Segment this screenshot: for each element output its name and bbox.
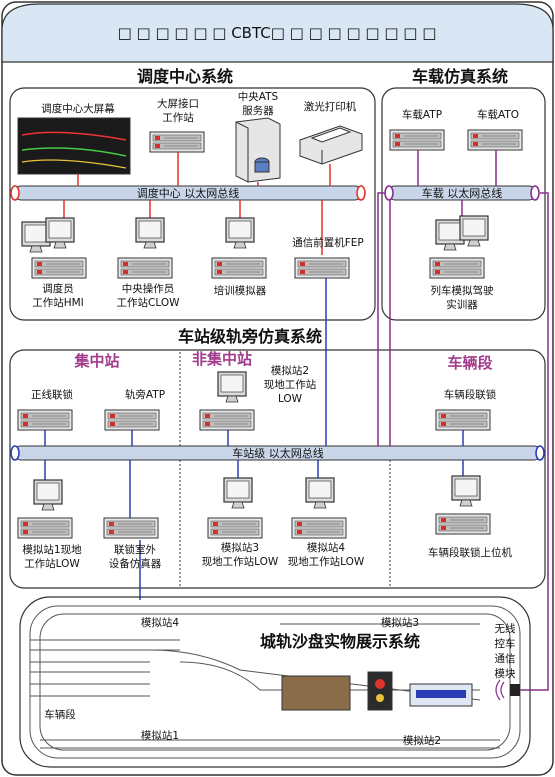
printer-icon xyxy=(299,125,363,165)
field-sim-label-2: 设备仿真器 xyxy=(109,557,162,570)
low4-label-1: 模拟站4 xyxy=(307,541,345,554)
zone-depot: 车辆段 xyxy=(447,354,492,372)
ats-server-icon xyxy=(235,117,281,183)
dispatcher-ws-label-2: 工作站HMI xyxy=(32,296,84,309)
sandtable-tracks xyxy=(29,605,521,759)
bigscreen-icon xyxy=(17,117,131,175)
header-title: □ □ □ □ □ □ CBTC□ □ □ □ □ □ □ □ □ xyxy=(118,24,437,42)
sandtable-title: 城轨沙盘实物展示系统 xyxy=(260,632,420,651)
fep-icon xyxy=(294,257,350,279)
low2-label-3: LOW xyxy=(278,393,303,405)
low3-label-2: 现地工作站LOW xyxy=(202,555,279,568)
fep-label: 通信前置机FEP xyxy=(292,236,364,249)
field-sim-rack xyxy=(103,517,159,539)
sandtable-photos xyxy=(281,671,473,711)
onboard-ato-icon xyxy=(467,129,523,151)
mainline-interlock-label: 正线联锁 xyxy=(31,388,73,401)
station-bus-label: 车站级 以太网总线 xyxy=(232,446,324,460)
screen-ws-label-1: 大屏接口 xyxy=(157,97,199,110)
ats-label-2: 服务器 xyxy=(242,104,274,117)
low1-rack xyxy=(17,517,73,539)
onboard-ato-label: 车载ATO xyxy=(477,108,519,121)
svg-text:控车: 控车 xyxy=(495,637,516,650)
low1-label-2: 工作站LOW xyxy=(24,557,80,570)
wireless-module-label: 无线 控车 通信 模块 xyxy=(495,622,516,680)
clow-label-2: 工作站CLOW xyxy=(117,296,181,309)
sandtable-st3: 模拟站3 xyxy=(381,616,419,629)
onboard-atp-icon xyxy=(389,129,445,151)
onboard-panel xyxy=(381,87,546,321)
dispatch-panel xyxy=(9,87,376,321)
station-links xyxy=(44,278,464,600)
zone-central: 集中站 xyxy=(73,352,119,370)
field-sim-label-1: 联锁室外 xyxy=(114,543,156,556)
svg-text:通信: 通信 xyxy=(495,653,516,665)
onboard-atp-label: 车载ATP xyxy=(402,108,442,121)
printer-label: 激光打印机 xyxy=(304,100,357,113)
wireless-icon xyxy=(495,679,520,701)
depot-upper-label: 车辆段联锁上位机 xyxy=(428,546,512,559)
screen-ws-label-2: 工作站 xyxy=(162,111,194,124)
dispatch-section-title: 调度中心系统 xyxy=(137,67,233,86)
sandtable-st2: 模拟站2 xyxy=(403,734,441,747)
station-panel xyxy=(9,349,546,589)
low4-label-2: 现地工作站LOW xyxy=(288,555,365,568)
low2-label-1: 模拟站2 xyxy=(271,364,309,377)
sandtable-depot: 车辆段 xyxy=(44,708,76,721)
clow-label-1: 中央操作员 xyxy=(122,282,175,295)
low2-rack xyxy=(199,409,255,431)
low3-label-1: 模拟站3 xyxy=(221,541,259,554)
svg-text:无线: 无线 xyxy=(495,622,516,635)
station-section-title: 车站级轨旁仿真系统 xyxy=(178,327,322,346)
simulator-label-2: 实训器 xyxy=(446,298,478,311)
sandtable-st1: 模拟站1 xyxy=(141,729,179,742)
svg-text:模块: 模块 xyxy=(495,668,516,680)
trainer-label: 培训模拟器 xyxy=(214,284,267,297)
mainline-interlock-icon xyxy=(17,409,73,431)
header-banner xyxy=(1,3,554,63)
zone-noncentral: 非集中站 xyxy=(192,350,252,368)
simulator-rack xyxy=(429,257,485,279)
onboard-section-title: 车载仿真系统 xyxy=(412,67,508,86)
depot-upper-rack xyxy=(435,513,491,535)
simulator-label-1: 列车模拟驾驶 xyxy=(431,284,494,297)
ats-label-1: 中央ATS xyxy=(238,90,279,103)
low2-label-2: 现地工作站 xyxy=(264,378,317,391)
dispatch-bus-label: 调度中心 以太网总线 xyxy=(137,186,240,200)
purple-links xyxy=(377,192,549,691)
depot-interlock-label: 车辆段联锁 xyxy=(444,388,497,401)
onboard-bus-label: 车载 以太网总线 xyxy=(422,186,503,200)
low3-rack xyxy=(207,517,263,539)
wayside-atp-label: 轨旁ATP xyxy=(125,388,165,401)
onboard-links xyxy=(417,150,497,218)
low4-rack xyxy=(291,517,347,539)
sandtable-st4: 模拟站4 xyxy=(141,616,179,629)
wayside-atp-icon xyxy=(104,409,160,431)
dispatcher-ws-label-1: 调度员 xyxy=(42,282,74,295)
screen-ws-icon xyxy=(149,131,205,153)
low1-label-1: 模拟站1现地 xyxy=(22,543,82,556)
bigscreen-label: 调度中心大屏幕 xyxy=(41,102,115,115)
depot-interlock-icon xyxy=(435,409,491,431)
sandtable-panel xyxy=(19,596,531,768)
